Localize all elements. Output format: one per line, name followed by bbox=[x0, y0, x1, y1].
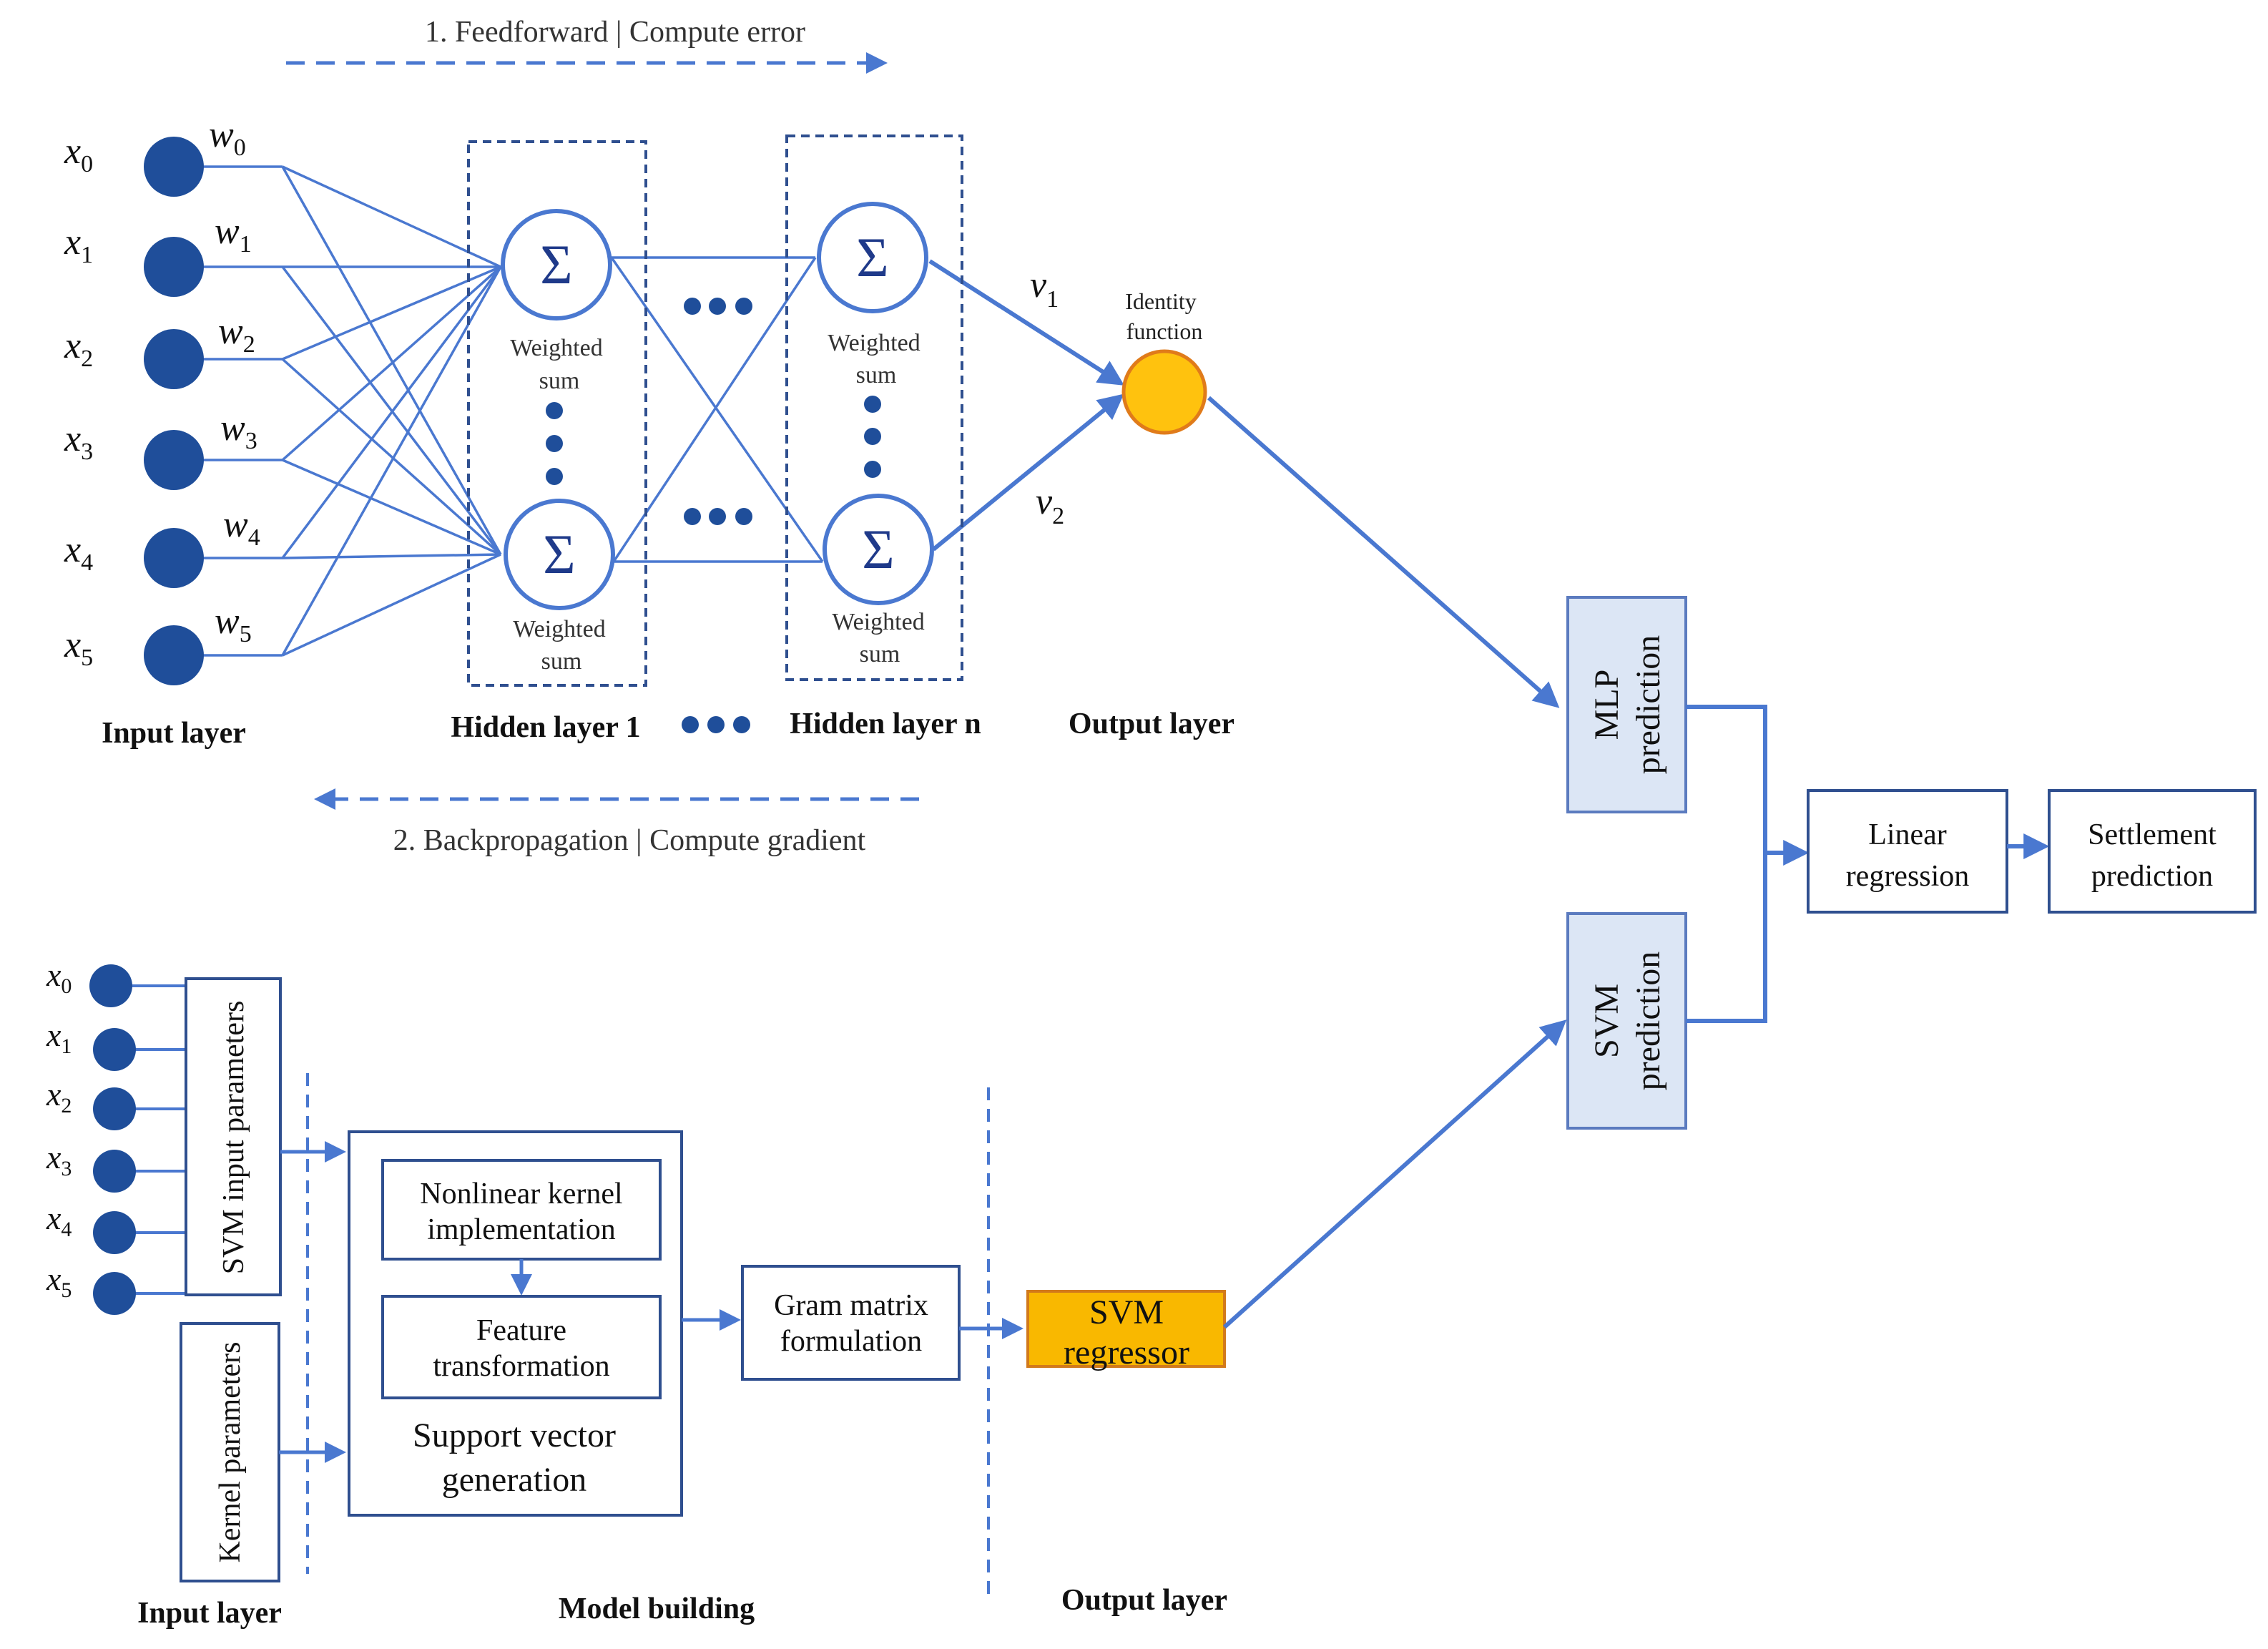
w-label-0: w0 bbox=[209, 114, 246, 161]
feature-transformation-box bbox=[381, 1295, 662, 1399]
linear-regression-box bbox=[1807, 789, 2008, 914]
svm-input-node-5 bbox=[93, 1272, 136, 1315]
w-label-3: w3 bbox=[220, 408, 257, 454]
x-label-4: x4 bbox=[64, 529, 93, 576]
weighted-label: Weighted bbox=[510, 335, 602, 361]
x-label-2: x2 bbox=[64, 326, 93, 372]
sum-label: sum bbox=[856, 362, 897, 388]
neuron-h1-top bbox=[501, 209, 612, 320]
svm-x-label-0: x0 bbox=[46, 956, 72, 998]
svm-output-layer-label: Output layer bbox=[1061, 1584, 1227, 1617]
identity-label-1: Identity bbox=[1125, 288, 1197, 314]
input-node-0 bbox=[144, 137, 204, 197]
input-node-5 bbox=[144, 625, 204, 685]
svm-prediction-box bbox=[1566, 912, 1687, 1130]
svm-input-node-2 bbox=[93, 1087, 136, 1130]
input-node-3 bbox=[144, 430, 204, 490]
ellipsis-dots bbox=[546, 298, 881, 733]
identity-node bbox=[1121, 349, 1207, 435]
regressor-to-svm-pred-arrow bbox=[1222, 1019, 1567, 1329]
svm-x-label-5: x5 bbox=[46, 1261, 72, 1302]
mlp-input-layer-label: Input layer bbox=[102, 717, 246, 750]
sum-label: sum bbox=[539, 368, 580, 394]
svm-input-node-4 bbox=[93, 1211, 136, 1254]
svm-input-labels: x0 x1 x2 x3 x4 x5 bbox=[46, 956, 72, 1302]
output-to-mlp-edge bbox=[1207, 396, 1560, 708]
svm-regressor-box bbox=[1026, 1290, 1226, 1368]
mlp-prediction-box bbox=[1566, 596, 1687, 813]
hidden-neurons: Σ Σ Σ Σ bbox=[501, 202, 934, 610]
sigma-symbol: Σ bbox=[856, 226, 888, 288]
neuron-h1-bottom bbox=[504, 499, 615, 610]
v1-label: v1 bbox=[1030, 265, 1059, 313]
svm-input-layer-label: Input layer bbox=[137, 1597, 282, 1630]
mlp-input-labels: x0 x1 x2 x3 x4 x5 bbox=[64, 131, 93, 671]
w-label-2: w2 bbox=[218, 311, 255, 358]
settlement-prediction-box bbox=[2048, 789, 2257, 914]
sigma-symbol: Σ bbox=[862, 518, 894, 580]
weighted-sum-labels: Weighted sum Weighted sum Weighted sum W… bbox=[510, 330, 924, 675]
backprop-label: 2. Backpropagation | Compute gradient bbox=[393, 824, 866, 857]
svm-x-label-2: x2 bbox=[46, 1076, 72, 1117]
hidden-layer-1-label: Hidden layer 1 bbox=[451, 711, 640, 744]
x-label-1: x1 bbox=[64, 222, 93, 268]
svm-input-node-3 bbox=[93, 1150, 136, 1193]
hidden-layer-1-box bbox=[467, 140, 647, 687]
weighted-label: Weighted bbox=[828, 330, 920, 356]
w-label-5: w5 bbox=[215, 601, 252, 647]
v2-label: v2 bbox=[1036, 481, 1064, 529]
x-label-0: x0 bbox=[64, 131, 93, 177]
svm-input-node-1 bbox=[93, 1028, 136, 1071]
gram-matrix-box bbox=[741, 1265, 961, 1381]
kernel-params-text: Kernel parameters bbox=[214, 1342, 247, 1563]
prediction-merge-lines bbox=[1686, 705, 1767, 1023]
input-node-1 bbox=[144, 237, 204, 297]
identity-label-2: function bbox=[1126, 318, 1203, 344]
weighted-label: Weighted bbox=[513, 616, 605, 642]
mlp-output-layer-label: Output layer bbox=[1069, 708, 1234, 740]
neuron-hn-top bbox=[817, 202, 928, 313]
weighted-label: Weighted bbox=[832, 609, 924, 635]
mlp-input-nodes bbox=[144, 137, 204, 685]
neuron-hn-bottom bbox=[823, 494, 934, 605]
input-node-2 bbox=[144, 329, 204, 389]
svm-input-params-text: SVM input parameters bbox=[217, 1001, 250, 1275]
x-label-3: x3 bbox=[64, 419, 93, 465]
mlp-weight-labels: w0 w1 w2 w3 w4 w5 bbox=[209, 114, 260, 647]
w-label-4: w4 bbox=[223, 504, 260, 551]
feedforward-label: 1. Feedforward | Compute error bbox=[425, 16, 805, 49]
svm-x-label-1: x1 bbox=[46, 1017, 72, 1058]
sigma-symbol: Σ bbox=[543, 523, 575, 585]
sum-label: sum bbox=[860, 641, 900, 667]
nonlinear-kernel-box bbox=[381, 1159, 662, 1261]
svm-x-label-4: x4 bbox=[46, 1200, 72, 1241]
x-label-5: x5 bbox=[64, 625, 93, 671]
sigma-symbol: Σ bbox=[540, 233, 572, 295]
input-hidden-edges bbox=[200, 165, 502, 657]
w-label-1: w1 bbox=[215, 211, 252, 258]
svm-input-node-0 bbox=[89, 964, 132, 1007]
svm-input-nodes bbox=[89, 964, 136, 1315]
svm-x-label-3: x3 bbox=[46, 1139, 72, 1180]
model-building-label: Model building bbox=[559, 1592, 755, 1625]
hidden-layer-n-label: Hidden layer n bbox=[790, 708, 981, 740]
svm-input-params-box bbox=[185, 977, 282, 1296]
input-node-4 bbox=[144, 528, 204, 588]
v2-edge bbox=[932, 393, 1124, 552]
hidden-layer-n-box bbox=[785, 134, 963, 681]
kernel-params-box bbox=[180, 1322, 280, 1582]
v1-edge bbox=[928, 259, 1125, 386]
sum-label: sum bbox=[541, 648, 582, 675]
